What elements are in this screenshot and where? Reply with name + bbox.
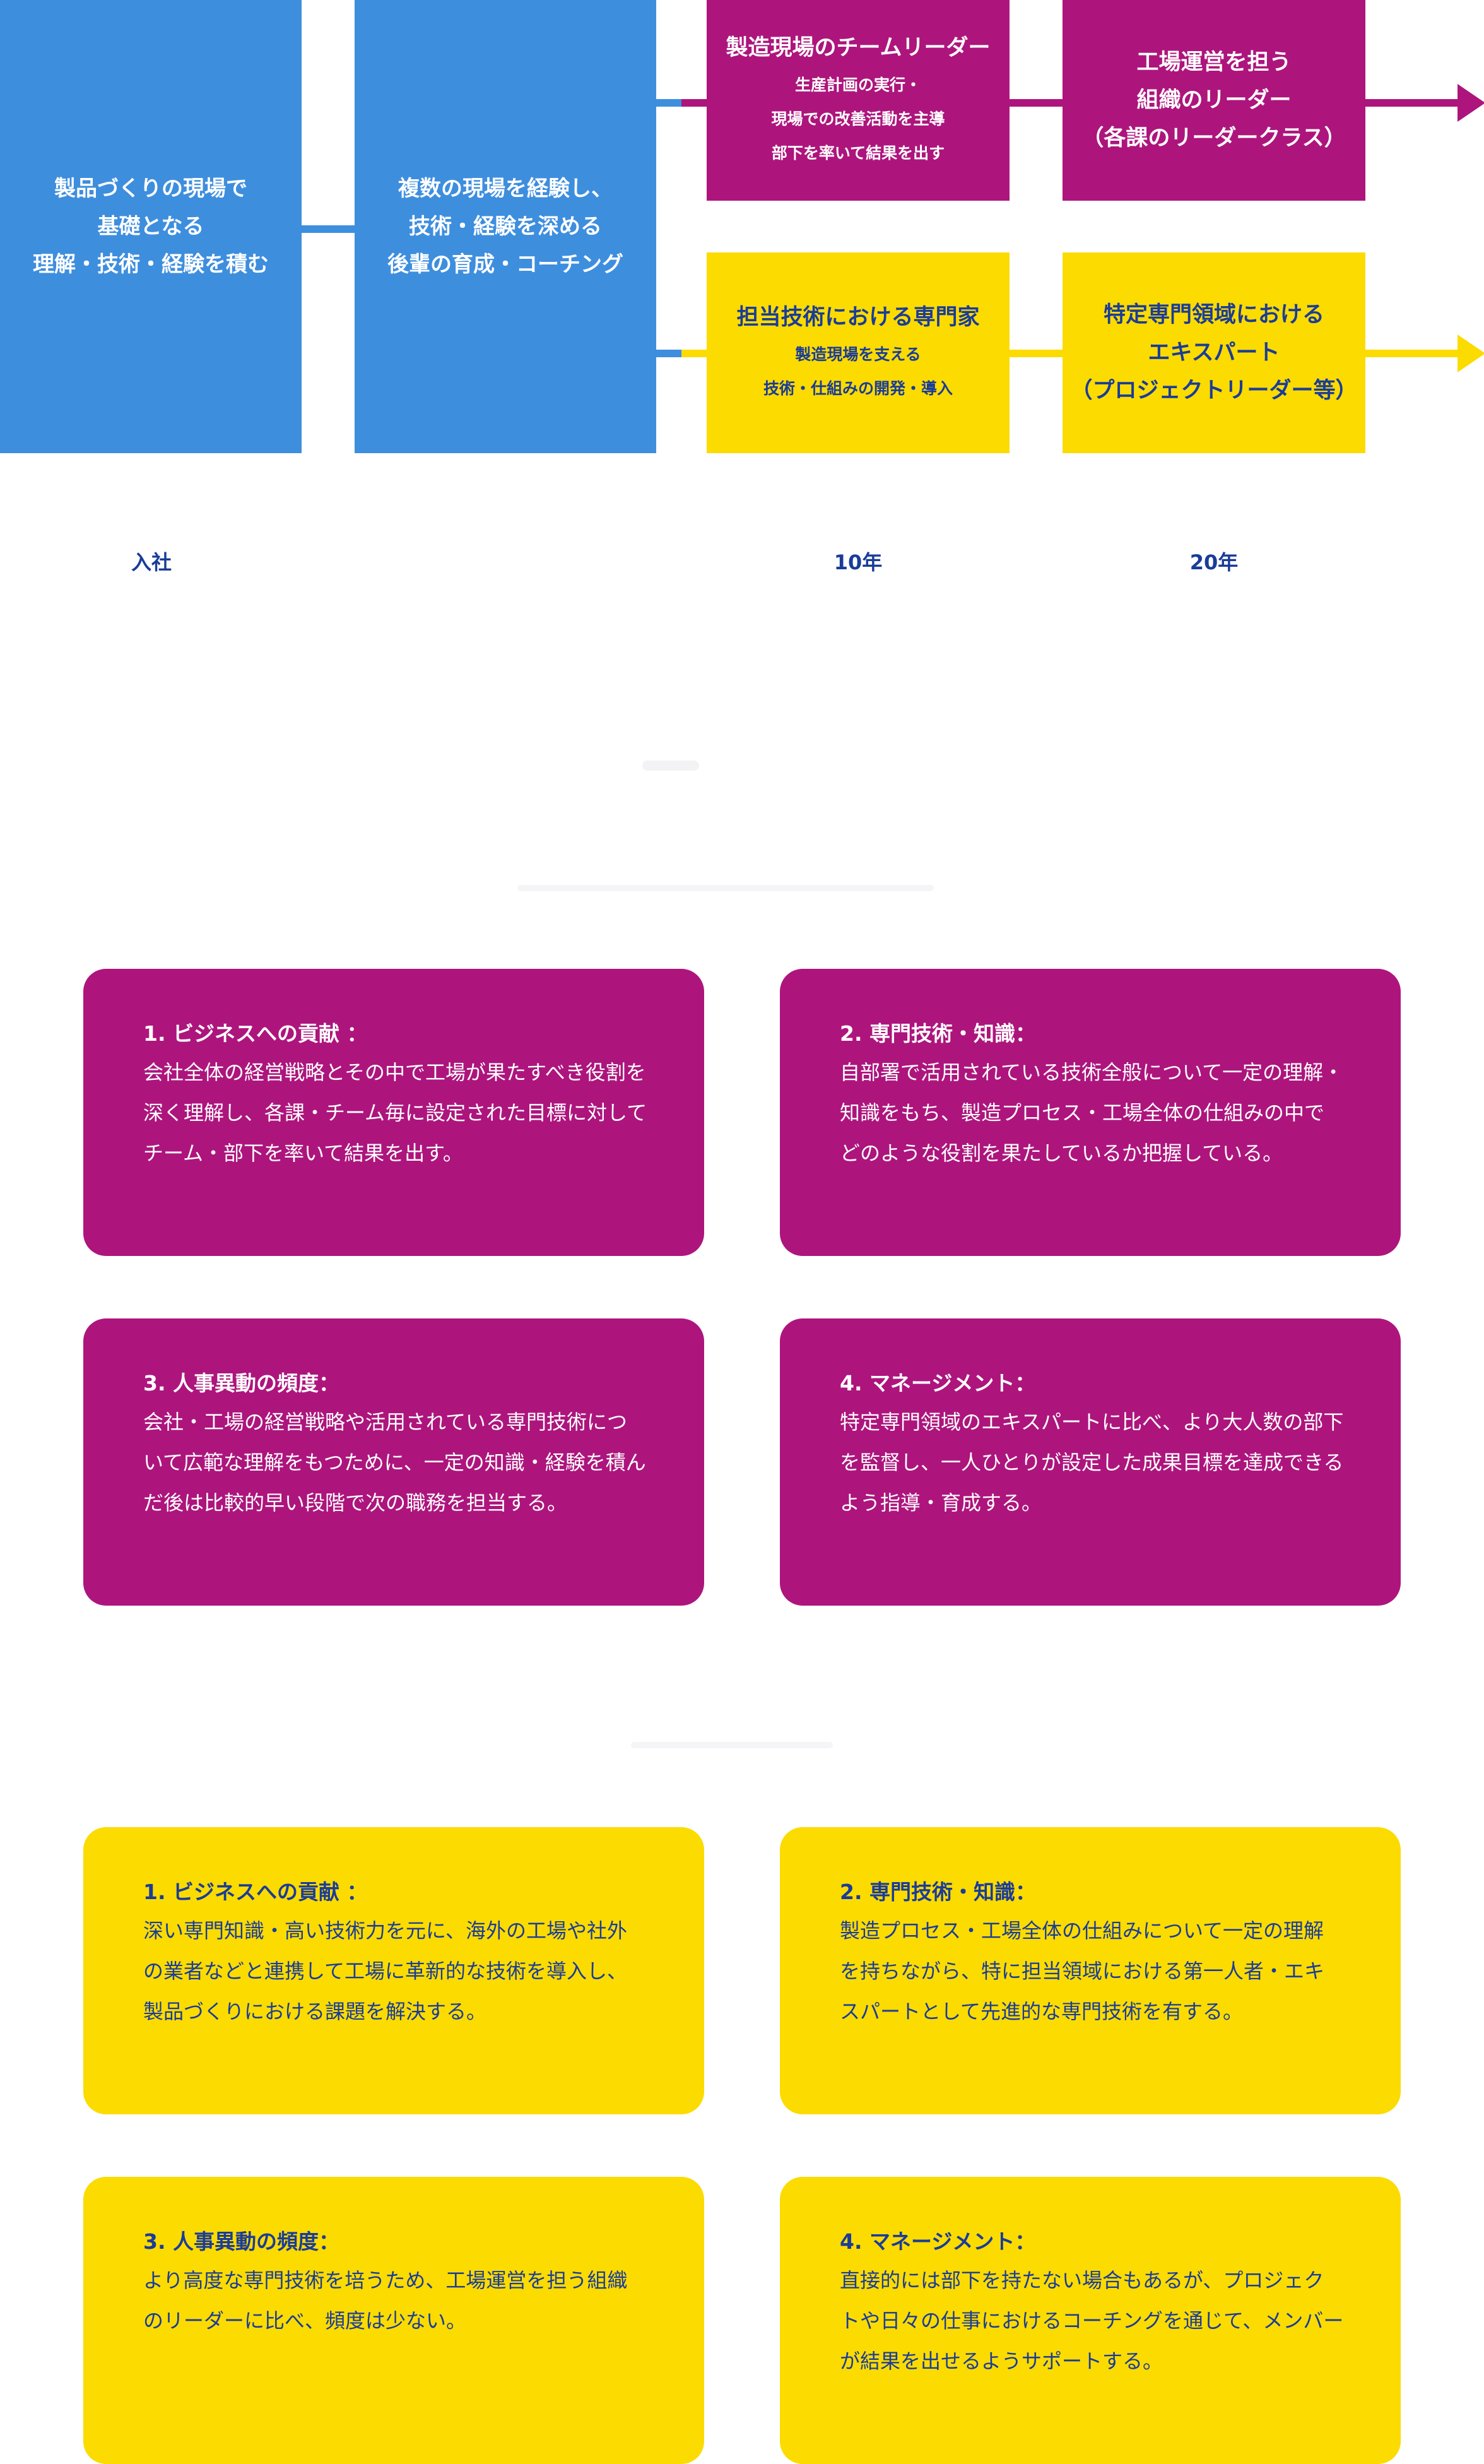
- leader-card-rotation: 3. 人事異動の頻度： 会社・工場の経営戦略や活用されている専門技術について広範…: [83, 1318, 704, 1606]
- stage2-line: 複数の現場を経験し、: [398, 176, 613, 201]
- card-heading: 1. ビジネスへの貢献 ：: [143, 1880, 368, 1904]
- connector-stage2-leader: [681, 99, 707, 107]
- expert-card-business: 1. ビジネスへの貢献 ： 深い専門知識・高い技術力を元に、海外の工場や社外の業…: [83, 1827, 704, 2114]
- leader-stage4-line: 工場運営を担う: [1136, 50, 1292, 75]
- expert-stage4-line: エキスパート: [1148, 340, 1280, 365]
- stage1-box: 製品づくりの現場で 基礎となる 理解・技術・経験を積む: [0, 0, 302, 453]
- card-body: より高度な専門技術を培うため、工場運営を担う組織のリーダーに比べ、頻度は少ない。: [143, 2268, 628, 2333]
- leader-card-business: 1. ビジネスへの貢献 ： 会社全体の経営戦略とその中で工場が果たすべき役割を深…: [83, 969, 704, 1256]
- faint-section-mark: [517, 885, 934, 891]
- timeline-entry-label: 入社: [131, 550, 172, 574]
- connector-stage1-stage2: [302, 225, 355, 233]
- expert-stage4-line: 特定専門領域における: [1103, 302, 1324, 328]
- connector-leader-arrow-line: [1365, 99, 1460, 107]
- leader-card-knowledge: 2. 専門技術・知識： 自部署で活用されている技術全般について一定の理解・知識を…: [780, 969, 1401, 1256]
- leader-stage4-line: （各課のリーダークラス）: [1081, 126, 1346, 151]
- leader-stage3-sub: 部下を率いて結果を出す: [771, 144, 945, 162]
- leader-card-management: 4. マネージメント： 特定専門領域のエキスパートに比べ、より大人数の部下を監督…: [780, 1318, 1401, 1606]
- expert-stage3-sub: 技術・仕組みの開発・導入: [763, 379, 953, 398]
- card-body: 自部署で活用されている技術全般について一定の理解・知識をもち、製造プロセス・工場…: [840, 1060, 1344, 1165]
- leader-stage4-box: 工場運営を担う 組織のリーダー （各課のリーダークラス）: [1063, 0, 1365, 201]
- card-heading: 3. 人事異動の頻度：: [143, 2229, 339, 2254]
- stage1-line: 製品づくりの現場で: [54, 176, 247, 201]
- expert-card-management: 4. マネージメント： 直接的には部下を持たない場合もあるが、プロジェクトや日々…: [780, 2177, 1401, 2464]
- card-heading: 4. マネージメント：: [840, 1371, 1036, 1395]
- card-body: 会社・工場の経営戦略や活用されている専門技術について広範な理解をもつために、一定…: [143, 1410, 646, 1515]
- timeline-10-years-label: 10年: [833, 550, 883, 574]
- connector-stage2-expert-blue: [656, 350, 681, 357]
- leader-stage3-sub: 生産計画の実行・: [794, 76, 921, 94]
- stage2-line: 技術・経験を深める: [409, 214, 602, 239]
- connector-expert-arrow-line: [1365, 350, 1460, 357]
- card-body: 製造プロセス・工場全体の仕組みについて一定の理解を持ちながら、特に担当領域におけ…: [840, 1919, 1325, 2023]
- card-heading: 2. 専門技術・知識：: [840, 1021, 1036, 1046]
- leader-stage3-box: 製造現場のチームリーダー 生産計画の実行・ 現場での改善活動を主導 部下を率いて…: [707, 0, 1010, 201]
- card-heading: 4. マネージメント：: [840, 2229, 1036, 2254]
- stage2-box: 複数の現場を経験し、 技術・経験を深める 後輩の育成・コーチング: [355, 0, 656, 453]
- connector-stage2-expert: [681, 350, 707, 357]
- expert-stage3-box: 担当技術における専門家 製造現場を支える 技術・仕組みの開発・導入: [707, 252, 1010, 453]
- expert-card-knowledge: 2. 専門技術・知識： 製造プロセス・工場全体の仕組みについて一定の理解を持ちな…: [780, 1827, 1401, 2114]
- card-heading: 1. ビジネスへの貢献 ：: [143, 1021, 368, 1046]
- card-heading: 2. 専門技術・知識：: [840, 1880, 1036, 1904]
- card-heading: 3. 人事異動の頻度：: [143, 1371, 339, 1395]
- leader-stage3-title: 製造現場のチームリーダー: [726, 35, 991, 61]
- arrow-right-icon: [1458, 335, 1484, 372]
- connector-leader-3-4: [1010, 99, 1063, 107]
- stage2-line: 後輩の育成・コーチング: [387, 252, 623, 277]
- leader-stage3-sub: 現場での改善活動を主導: [771, 110, 945, 128]
- connector-stage2-leader-blue: [656, 99, 681, 107]
- stage1-line: 基礎となる: [97, 214, 204, 239]
- expert-stage4-line: （プロジェクトリーダー等）: [1070, 378, 1358, 403]
- card-body: 特定専門領域のエキスパートに比べ、より大人数の部下を監督し、一人ひとりが設定した…: [840, 1410, 1344, 1515]
- card-body: 深い専門知識・高い技術力を元に、海外の工場や社外の業者などと連携して工場に革新的…: [143, 1919, 628, 2023]
- card-body: 会社全体の経営戦略とその中で工場が果たすべき役割を深く理解し、各課・チーム毎に設…: [143, 1060, 647, 1165]
- expert-card-rotation: 3. 人事異動の頻度： より高度な専門技術を培うため、工場運営を担う組織のリーダ…: [83, 2177, 704, 2464]
- faint-section-mark: [642, 761, 699, 771]
- leader-stage4-line: 組織のリーダー: [1136, 88, 1292, 113]
- expert-stage3-title: 担当技術における専門家: [736, 305, 980, 330]
- arrow-right-icon: [1458, 84, 1484, 122]
- faint-section-mark: [631, 1742, 833, 1748]
- expert-stage4-box: 特定専門領域における エキスパート （プロジェクトリーダー等）: [1063, 252, 1365, 453]
- card-body: 直接的には部下を持たない場合もあるが、プロジェクトや日々の仕事におけるコーチング…: [840, 2268, 1344, 2373]
- stage1-line: 理解・技術・経験を積む: [33, 252, 269, 277]
- expert-stage3-sub: 製造現場を支える: [795, 345, 921, 364]
- connector-expert-3-4: [1010, 350, 1063, 357]
- timeline-20-years-label: 20年: [1189, 550, 1239, 574]
